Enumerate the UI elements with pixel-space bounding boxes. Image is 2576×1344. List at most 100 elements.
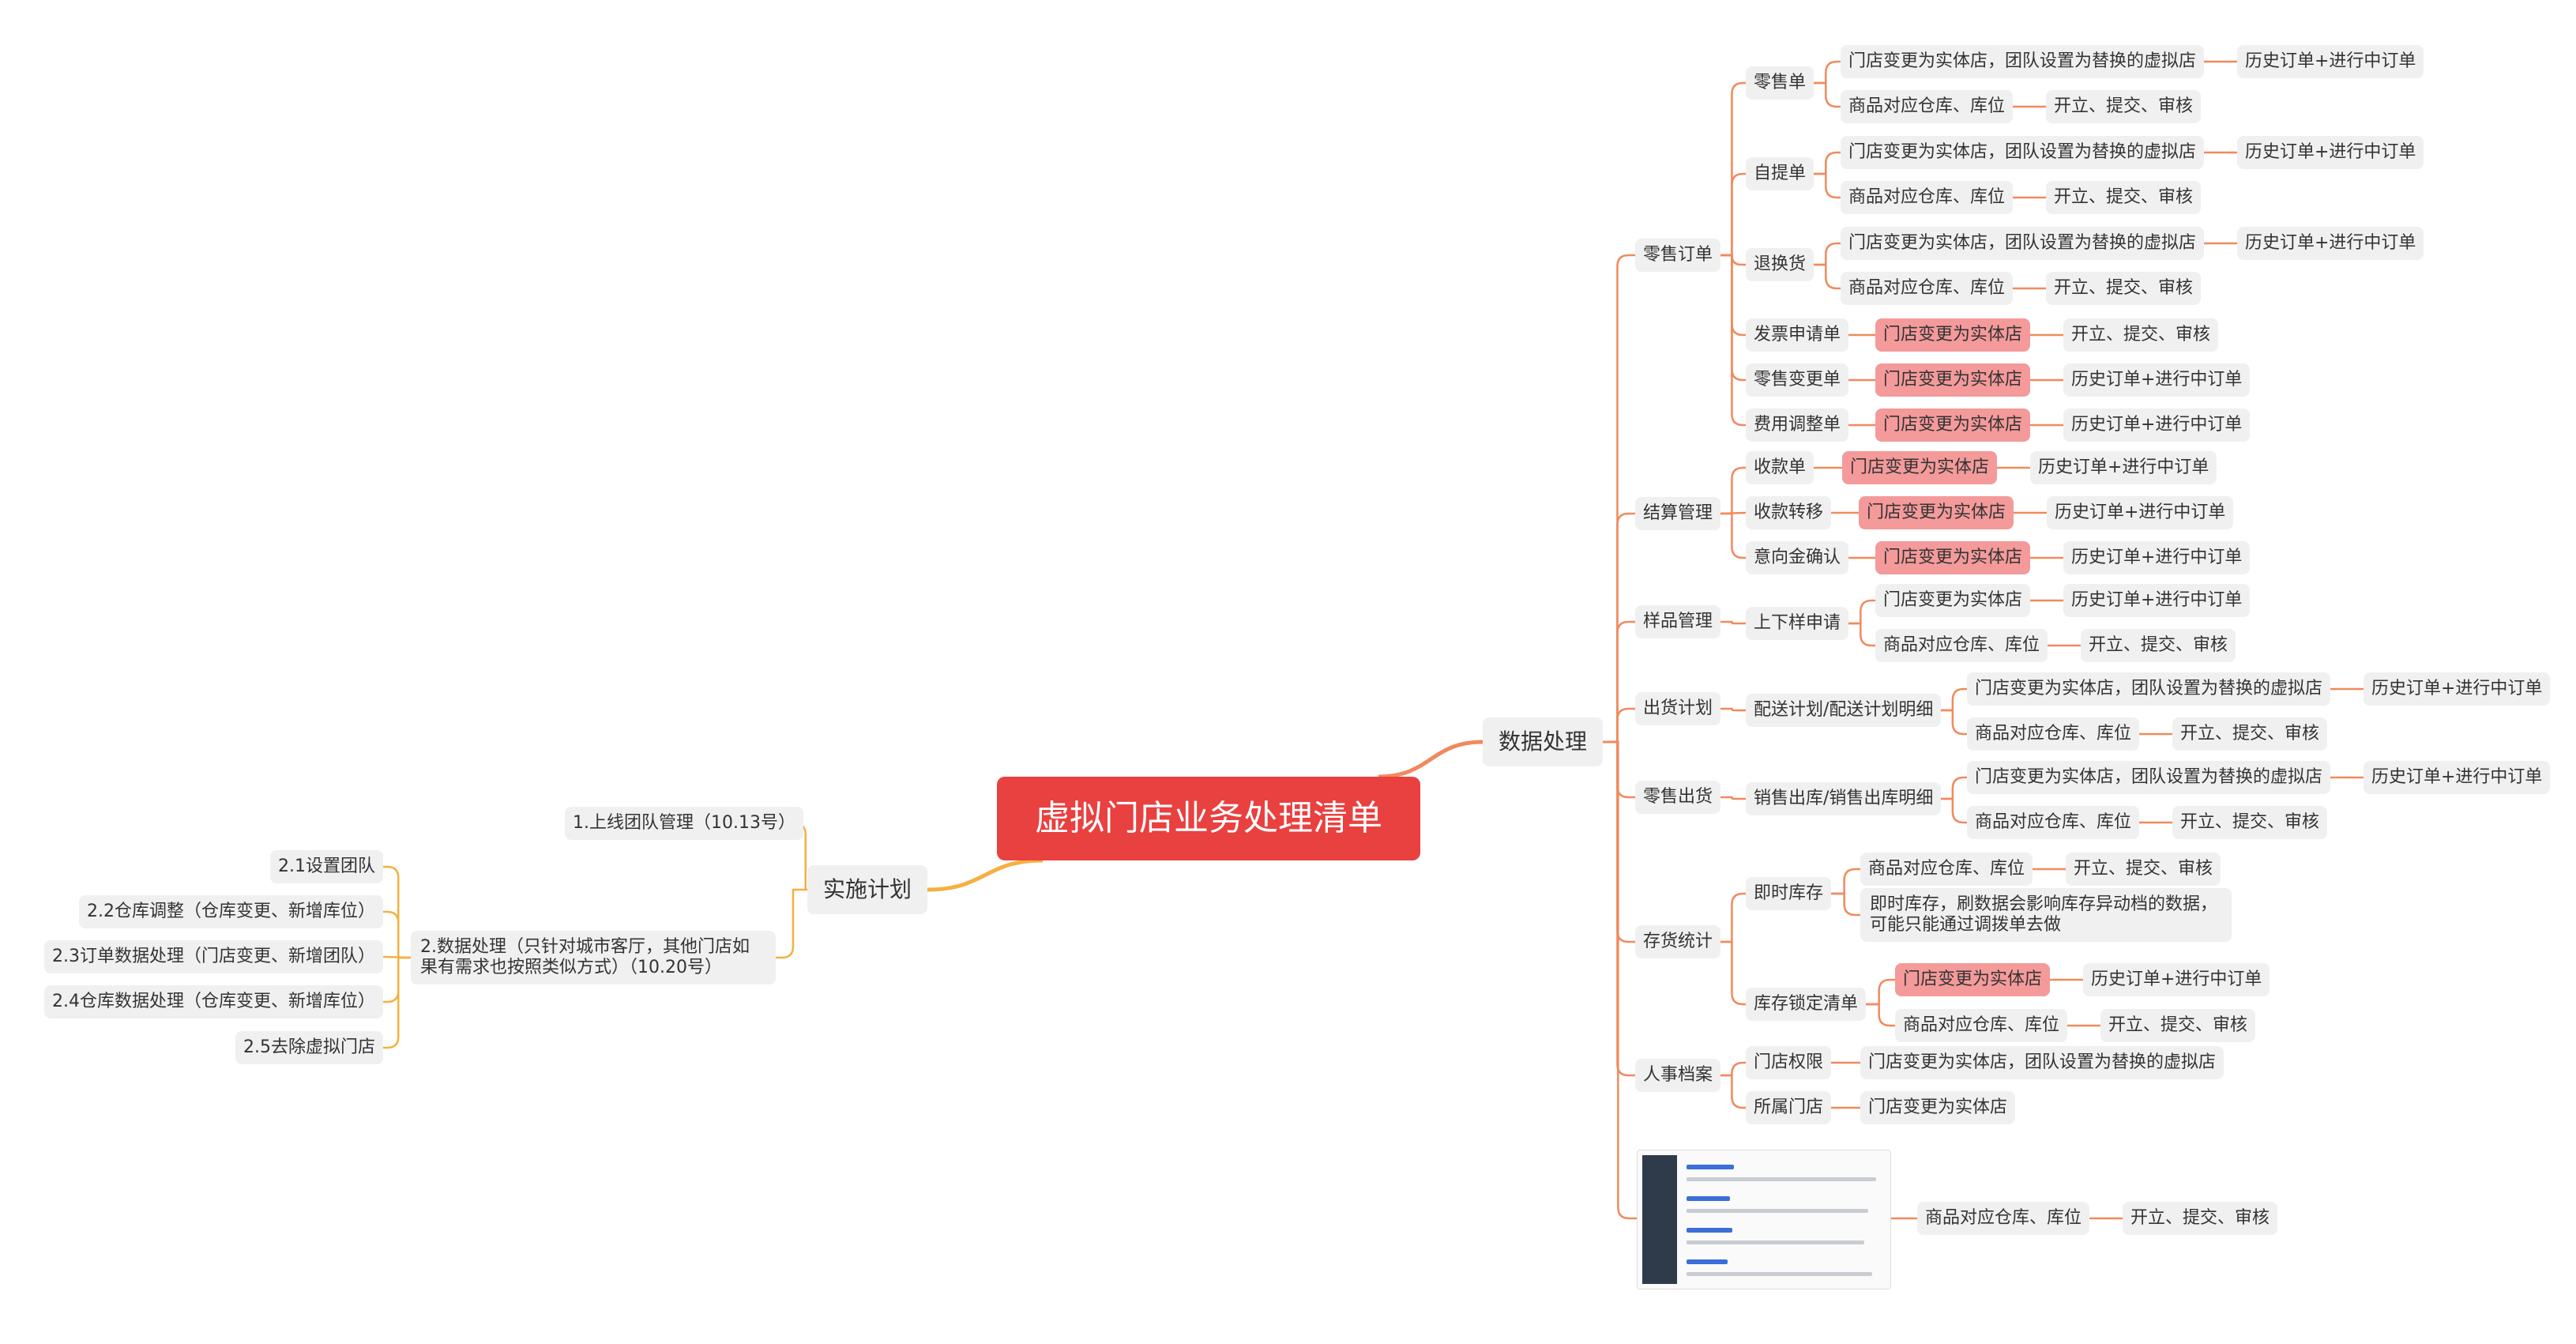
result-node: 历史订单+进行中订单 [2237, 136, 2424, 169]
connector-line [1720, 466, 1746, 515]
result-node: 开立、提交、审核 [2046, 90, 2202, 123]
connector-line [1720, 940, 1746, 1006]
connector-line [1603, 740, 1637, 1220]
category-node: 样品管理 [1635, 605, 1721, 638]
connector-line [1720, 172, 1746, 257]
sub-node: 退换货 [1746, 248, 1814, 281]
detail-node: 门店变更为实体店，团队设置为替换的虚拟店 [1967, 761, 2331, 794]
branch-implementation-plan: 实施计划 [807, 865, 928, 914]
connector-line [383, 956, 411, 1049]
plan-item: 1.上线团队管理（10.13号） [565, 807, 803, 840]
detail-node: 商品对应仓库、库位 [1875, 629, 2048, 662]
plan-sub-item: 2.4仓库数据处理（仓库变更、新增库位） [44, 985, 383, 1018]
connector-line [1720, 1061, 1746, 1077]
sub-node: 费用调整单 [1746, 408, 1849, 442]
category-node: 零售订单 [1635, 239, 1721, 272]
detail-node: 商品对应仓库、库位 [1967, 806, 2140, 839]
sub-node: 销售出库/销售出库明细 [1746, 782, 1942, 815]
highlight-node: 门店变更为实体店 [1875, 363, 2031, 397]
detail-node: 商品对应仓库、库位 [1860, 853, 2033, 886]
connector-line [1831, 868, 1860, 895]
connector-line [1720, 892, 1746, 943]
highlight-node: 门店变更为实体店 [1875, 318, 2031, 352]
connector-line [1866, 978, 1895, 1006]
result-node: 历史订单+进行中订单 [2063, 363, 2251, 397]
connector-line [1720, 1074, 1746, 1109]
sub-node: 所属门店 [1746, 1091, 1832, 1124]
highlight-node: 门店变更为实体店 [1875, 408, 2031, 442]
connector-line [776, 888, 807, 959]
category-node: 出货计划 [1635, 692, 1721, 725]
detail-node: 门店变更为实体店，团队设置为替换的虚拟店 [1841, 227, 2205, 260]
detail-node: 门店变更为实体店，团队设置为替换的虚拟店 [1841, 45, 2205, 78]
connector-line [1941, 797, 1967, 824]
category-node: 存货统计 [1635, 925, 1721, 958]
category-node: 零售出货 [1635, 781, 1721, 814]
result-node: 开立、提交、审核 [2046, 272, 2202, 305]
result-node: 开立、提交、审核 [2123, 1202, 2278, 1235]
sub-node: 自提单 [1746, 157, 1814, 190]
highlight-node: 门店变更为实体店 [1859, 496, 2014, 529]
connector-line [1603, 620, 1635, 744]
sub-node: 发票申请单 [1746, 318, 1849, 352]
sub-node: 收款单 [1746, 451, 1814, 484]
detail-node: 商品对应仓库、库位 [1967, 717, 2140, 751]
result-node: 历史订单+进行中订单 [2237, 227, 2424, 260]
sub-node: 零售单 [1746, 66, 1814, 100]
sub-node: 配送计划/配送计划明细 [1746, 694, 1942, 727]
detail-node: 门店变更为实体店，团队设置为替换的虚拟店 [1841, 136, 2205, 169]
sub-node: 收款转移 [1746, 496, 1832, 529]
connector-line [1378, 740, 1484, 779]
connector-line [1814, 242, 1841, 266]
plan-item: 2.数据处理（只针对城市客厅，其他门店如果有需求也按照类似方式）（10.20号） [411, 931, 776, 984]
sub-node: 库存锁定清单 [1746, 988, 1867, 1021]
result-node: 开立、提交、审核 [2046, 181, 2202, 214]
connector-line [1814, 172, 1841, 199]
connector-line [1848, 622, 1875, 647]
detail-node: 门店变更为实体店，团队设置为替换的虚拟店 [1860, 1046, 2224, 1079]
detail-node: 门店变更为实体店，团队设置为替换的虚拟店 [1967, 672, 2331, 706]
result-node: 历史订单+进行中订单 [2063, 584, 2251, 617]
result-node: 历史订单+进行中订单 [2063, 541, 2251, 574]
highlight-node: 门店变更为实体店 [1875, 541, 2031, 574]
connector-line [1866, 1003, 1895, 1027]
thumbnail-sidebar [1642, 1155, 1677, 1284]
result-node: 开立、提交、审核 [2066, 853, 2221, 886]
sub-node: 门店权限 [1746, 1046, 1832, 1079]
detail-node: 商品对应仓库、库位 [1895, 1009, 2068, 1042]
connector-line [1720, 512, 1746, 559]
connector-line [1831, 892, 1860, 917]
connector-line [1941, 709, 1967, 736]
connector-line [1720, 81, 1746, 257]
plan-sub-item: 2.5去除虚拟门店 [235, 1031, 383, 1064]
connector-line [1720, 620, 1746, 625]
connector-line [1720, 254, 1746, 427]
result-node: 历史订单+进行中订单 [2063, 408, 2251, 442]
sub-node: 零售变更单 [1746, 363, 1849, 397]
highlight-node: 门店变更为实体店 [1842, 451, 1998, 484]
connector-line [1848, 599, 1875, 625]
screenshot-thumbnail [1637, 1150, 1891, 1289]
sub-node: 上下样申请 [1746, 607, 1849, 640]
plan-sub-item: 2.2仓库调整（仓库变更、新增库位） [79, 895, 383, 928]
result-node: 开立、提交、审核 [2081, 629, 2236, 662]
detail-node: 商品对应仓库、库位 [1917, 1202, 2090, 1235]
connector-line [927, 858, 1044, 892]
result-node: 历史订单+进行中订单 [2047, 496, 2234, 529]
result-node: 历史订单+进行中订单 [2364, 761, 2551, 794]
connector-line [1814, 151, 1841, 175]
connector-line [1814, 81, 1841, 108]
result-node: 历史订单+进行中订单 [2237, 45, 2424, 78]
root-topic: 虚拟门店业务处理清单 [997, 777, 1420, 860]
connector-line [1720, 796, 1746, 800]
connector-line [383, 865, 411, 959]
result-node: 开立、提交、审核 [2063, 318, 2219, 352]
sub-node: 意向金确认 [1746, 541, 1849, 574]
detail-node: 商品对应仓库、库位 [1841, 272, 2014, 305]
connector-line [1814, 60, 1841, 85]
detail-node: 门店变更为实体店 [1860, 1091, 2016, 1124]
sub-node: 即时库存 [1746, 877, 1832, 910]
result-node: 历史订单+进行中订单 [2030, 451, 2217, 484]
